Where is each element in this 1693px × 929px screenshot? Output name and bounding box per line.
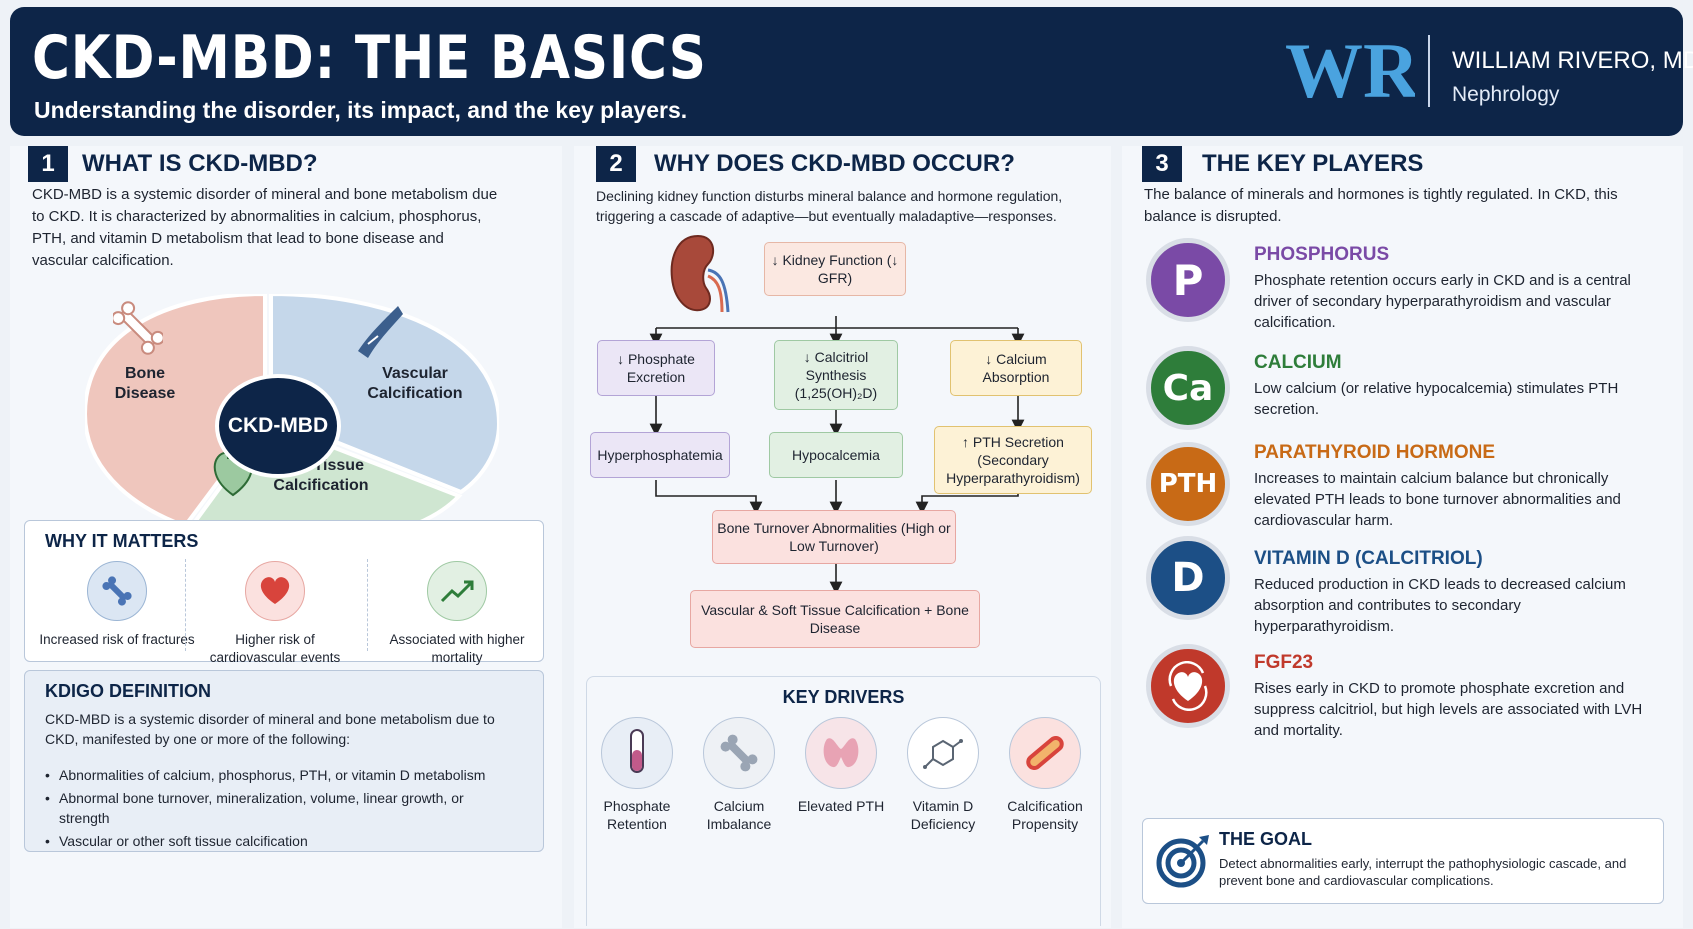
kdigo-box: KDIGO DEFINITION CKD-MBD is a systemic d… xyxy=(24,670,544,852)
artery-icon xyxy=(358,306,403,358)
driver-label: Calcium Imbalance xyxy=(706,798,772,832)
kdigo-bullets: Abnormalities of calcium, phosphorus, PT… xyxy=(43,765,513,854)
molecule-icon xyxy=(907,717,979,789)
doctor-specialty: Nephrology xyxy=(1452,83,1560,106)
bone-icon xyxy=(87,561,147,621)
player-name-calcium: CALCIUM xyxy=(1254,352,1342,373)
separator xyxy=(185,559,186,651)
player-name-vitamin-d: VITAMIN D (CALCITRIOL) xyxy=(1254,548,1483,569)
section-paragraph: CKD-MBD is a systemic disorder of minera… xyxy=(32,186,498,269)
separator xyxy=(367,559,368,651)
driver-phosphate: Phosphate Retention xyxy=(587,717,687,833)
kdigo-intro: CKD-MBD is a systemic disorder of minera… xyxy=(45,711,495,747)
test-tube-icon xyxy=(601,717,673,789)
list-item: Abnormal bone turnover, mineralization, … xyxy=(43,788,513,828)
vitamin-d-badge: D xyxy=(1146,536,1230,620)
section-title: WHY DOES CKD-MBD OCCUR? xyxy=(654,150,1015,177)
kdigo-title: KDIGO DEFINITION xyxy=(45,681,211,701)
flow-calcitriol-synthesis: ↓ Calcitriol Synthesis (1,25(OH)₂D) xyxy=(774,340,898,410)
driver-pth: Elevated PTH xyxy=(791,717,891,815)
flow-calcium-absorption: ↓ Calcium Absorption xyxy=(950,340,1082,396)
goal-title: THE GOAL xyxy=(1219,829,1312,849)
kidney-icon xyxy=(670,234,730,313)
flow-hypocalcemia: Hypocalcemia xyxy=(769,432,903,478)
why-it-matters-title: WHY IT MATTERS xyxy=(45,531,199,551)
goal-box: THE GOAL Detect abnormalities early, int… xyxy=(1142,818,1664,904)
driver-label: Calcification Propensity xyxy=(1007,798,1083,832)
fgf23-badge xyxy=(1146,644,1230,728)
driver-label: Elevated PTH xyxy=(797,798,885,814)
bone-icon xyxy=(703,717,775,789)
driver-calcium: Calcium Imbalance xyxy=(689,717,789,833)
section-title: WHAT IS CKD-MBD? xyxy=(82,150,318,177)
pie-label-bone: Bone Disease xyxy=(114,365,176,402)
matter-item-fractures: Increased risk of fractures xyxy=(37,561,197,649)
page-subtitle: Understanding the disorder, its impact, … xyxy=(34,97,688,123)
phosphorus-badge: P xyxy=(1146,238,1230,322)
target-icon xyxy=(1156,835,1209,888)
section-number: 3 xyxy=(1142,146,1182,182)
driver-label: Vitamin D Deficiency xyxy=(910,798,976,832)
svg-text:WR: WR xyxy=(1285,29,1415,109)
matter-label: Associated with higher mortality xyxy=(389,632,525,665)
pie-label-vascular: Vascular Calcification xyxy=(367,365,463,402)
doctor-name: WILLIAM RIVERO, MD xyxy=(1452,47,1693,74)
flow-kidney-function: ↓ Kidney Function (↓ GFR) xyxy=(764,242,906,296)
matter-label: Increased risk of fractures xyxy=(39,632,195,647)
matter-item-cardiovascular: Higher risk of cardiovascular events xyxy=(195,561,355,667)
flow-bone-turnover: Bone Turnover Abnormalities (High or Low… xyxy=(712,510,956,564)
why-it-matters-box: WHY IT MATTERS Increased risk of fractur… xyxy=(24,520,544,665)
matter-label: Higher risk of cardiovascular events xyxy=(209,632,341,665)
player-desc-calcium: Low calcium (or relative hypocalcemia) s… xyxy=(1254,380,1619,418)
pie-center: CKD-MBD xyxy=(215,374,341,478)
section-key-players: 3 THE KEY PLAYERS The balance of mineral… xyxy=(1122,146,1683,928)
section-why-occur: 2 WHY DOES CKD-MBD OCCUR? Declining kidn… xyxy=(574,146,1111,928)
driver-calcification: Calcification Propensity xyxy=(995,717,1095,833)
bone-icon xyxy=(113,301,163,355)
goal-text: Detect abnormalities early, interrupt th… xyxy=(1219,856,1627,888)
heart-cycle-icon xyxy=(1168,661,1208,711)
section-number: 1 xyxy=(28,146,68,182)
section-paragraph: Declining kidney function disturbs miner… xyxy=(596,188,1063,224)
key-drivers-title: KEY DRIVERS xyxy=(782,687,905,707)
header-banner: CKD-MBD: THE BASICS Understanding the di… xyxy=(10,7,1693,136)
section-title: THE KEY PLAYERS xyxy=(1202,150,1424,177)
player-name-fgf23: FGF23 xyxy=(1254,652,1314,673)
heart-icon xyxy=(245,561,305,621)
flow-pth-secretion: ↑ PTH Secretion (Secondary Hyperparathyr… xyxy=(934,426,1092,494)
list-item: Vascular or other soft tissue calcificat… xyxy=(43,831,513,851)
player-desc-pth: Increases to maintain calcium balance bu… xyxy=(1254,470,1621,529)
trend-up-icon xyxy=(427,561,487,621)
pie-segment-vascular xyxy=(269,294,499,495)
list-item: Abnormalities of calcium, phosphorus, PT… xyxy=(43,765,513,785)
logo-divider xyxy=(1428,35,1430,107)
calcium-badge: Ca xyxy=(1146,346,1230,430)
player-desc-phosphorus: Phosphate retention occurs early in CKD … xyxy=(1254,272,1631,331)
thyroid-icon xyxy=(805,717,877,789)
player-desc-fgf23: Rises early in CKD to promote phosphate … xyxy=(1254,680,1643,739)
flow-calcification: Vascular & Soft Tissue Calcification + B… xyxy=(690,590,980,648)
artery-plaque-icon xyxy=(1009,717,1081,789)
section-paragraph: The balance of minerals and hormones is … xyxy=(1144,186,1618,225)
page-title: CKD-MBD: THE BASICS xyxy=(32,23,707,93)
section-what-is: 1 WHAT IS CKD-MBD? CKD-MBD is a systemic… xyxy=(10,146,562,928)
driver-label: Phosphate Retention xyxy=(603,798,671,832)
player-name-phosphorus: PHOSPHORUS xyxy=(1254,244,1390,265)
wr-logo-icon: WR xyxy=(1285,29,1415,109)
flow-hyperphosphatemia: Hyperphosphatemia xyxy=(590,432,730,478)
section-number: 2 xyxy=(596,146,636,182)
matter-item-mortality: Associated with higher mortality xyxy=(377,561,537,667)
player-name-pth: PARATHYROID HORMONE xyxy=(1254,442,1496,463)
flow-phosphate-excretion: ↓ Phosphate Excretion xyxy=(597,340,715,396)
key-drivers-box: KEY DRIVERS Phosphate Retention Calcium … xyxy=(586,676,1101,926)
driver-vitamin-d: Vitamin D Deficiency xyxy=(893,717,993,833)
pth-badge: PTH xyxy=(1146,442,1230,526)
player-desc-vitamin-d: Reduced production in CKD leads to decre… xyxy=(1254,576,1626,635)
